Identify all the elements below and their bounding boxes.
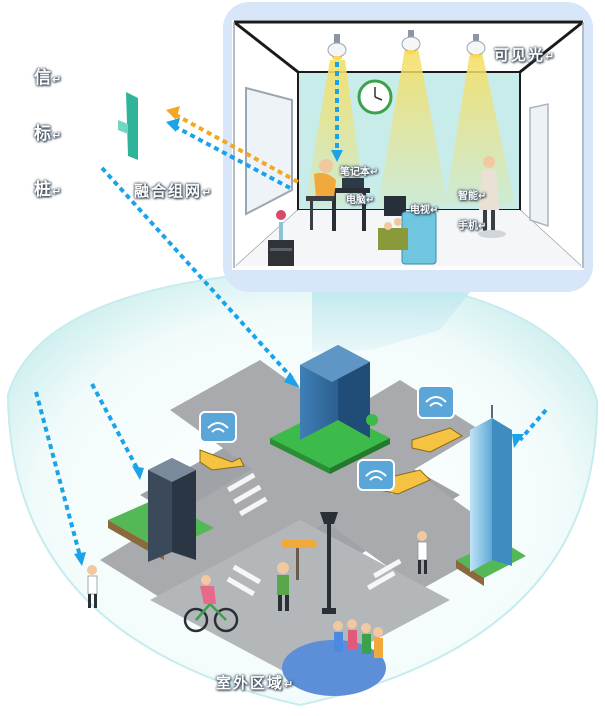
room-door xyxy=(529,103,549,228)
smartphone-label-2: 手机↵ xyxy=(458,221,487,232)
bottom-area-label: 室外区域↵ xyxy=(216,674,296,692)
side-table xyxy=(268,210,294,266)
left-label-2: 标↵ xyxy=(34,124,63,144)
indoor-room xyxy=(223,2,593,292)
light-cone xyxy=(312,292,470,352)
person-at-desk xyxy=(306,159,370,231)
wall-clock-icon xyxy=(357,79,393,115)
crowd-area xyxy=(282,640,386,696)
signpost-icon xyxy=(282,540,318,580)
central-building xyxy=(300,345,378,440)
pedestrian xyxy=(417,531,428,574)
wifi-icon xyxy=(199,385,455,491)
left-label-1: 信↵ xyxy=(34,68,63,88)
laptop-label: 笔记本↵ xyxy=(340,167,379,178)
signal-arrows xyxy=(34,62,548,557)
arrow-heads xyxy=(74,106,524,566)
ceiling-light-icon xyxy=(401,30,421,54)
city-intersection xyxy=(87,345,526,696)
right-tower xyxy=(470,405,512,572)
ceiling-light-icon xyxy=(466,34,486,58)
fusion-network-label: 融合组网↵ xyxy=(134,182,214,200)
visible-light-label: 可见光↵ xyxy=(494,46,557,64)
tv-set xyxy=(378,196,437,265)
wifi-icon xyxy=(207,396,447,481)
smartphone-label-1: 智能↵ xyxy=(458,191,487,202)
pedestrian xyxy=(277,562,289,611)
crowd xyxy=(333,619,383,658)
left-tower xyxy=(148,458,196,562)
computer-label: 电脑↵ xyxy=(346,195,375,206)
street-lamp-icon xyxy=(320,512,338,614)
left-label-3: 桩↵ xyxy=(34,180,63,200)
receiver-device xyxy=(118,92,138,160)
ceiling-light-icon xyxy=(327,34,347,60)
cyclist xyxy=(183,575,239,633)
woman-with-phone xyxy=(478,156,506,238)
pedestrian xyxy=(87,565,98,608)
tv-label: 电视↵ xyxy=(410,205,439,216)
